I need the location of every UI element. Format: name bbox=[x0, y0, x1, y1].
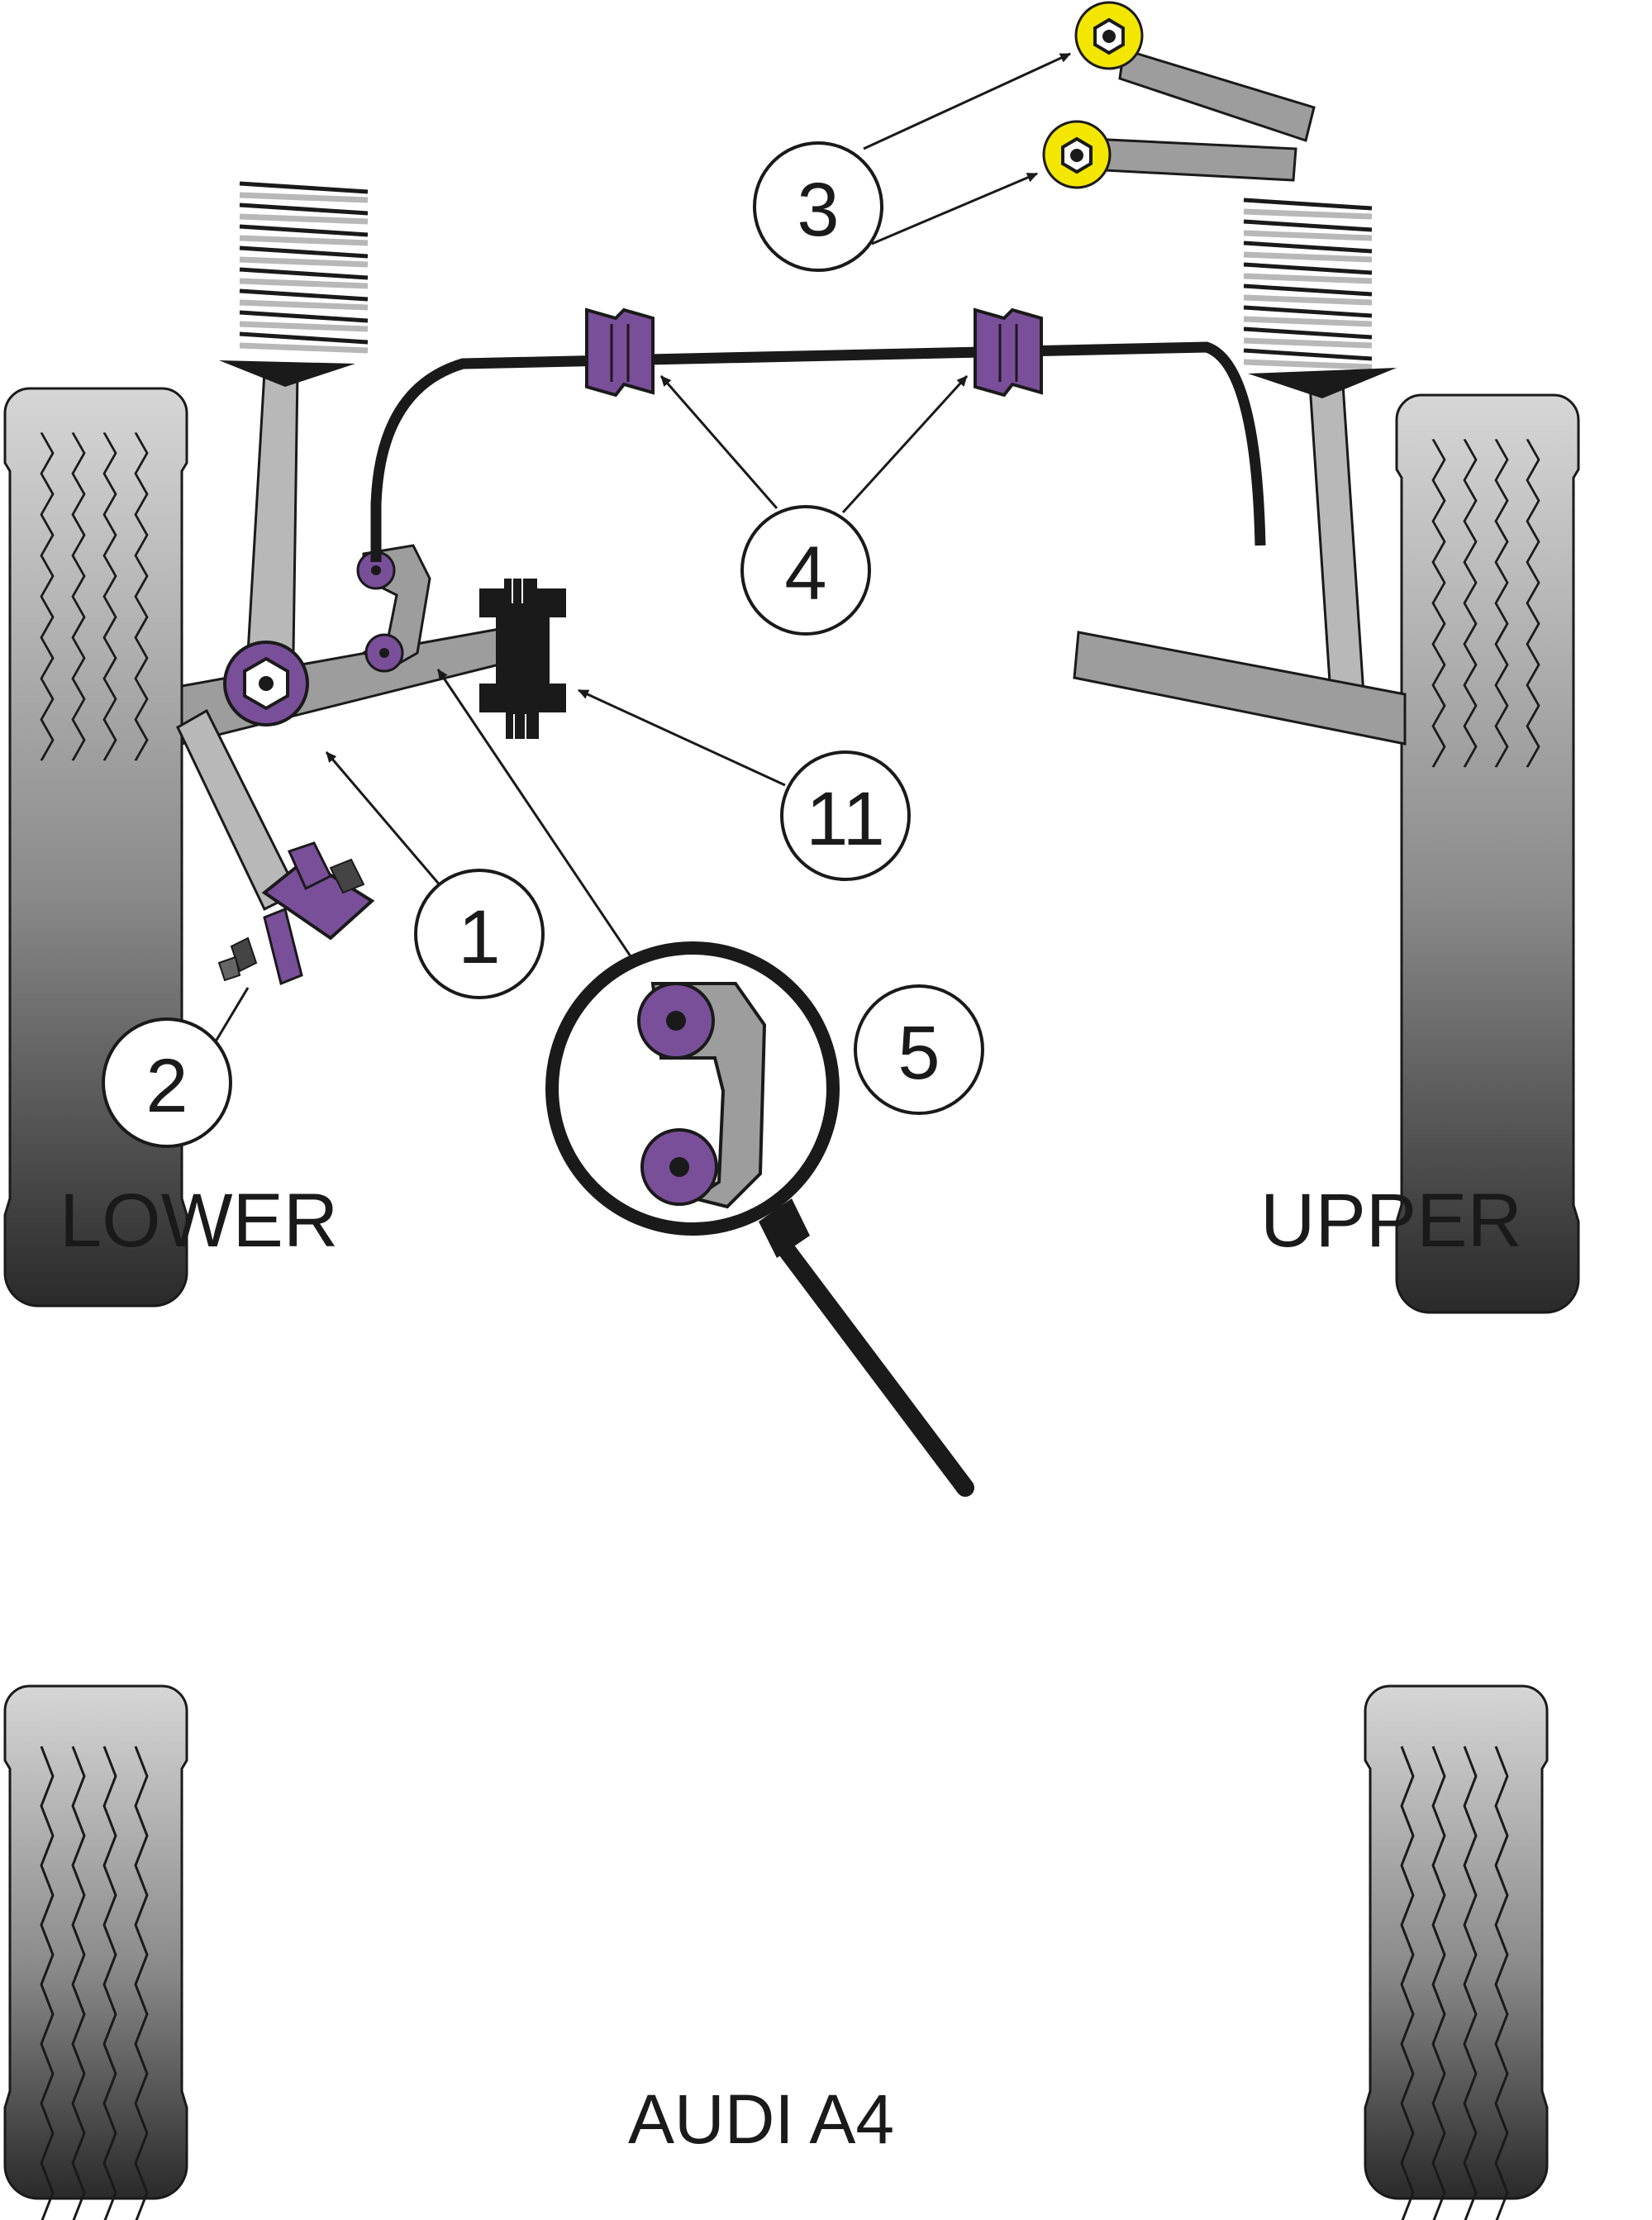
tyre-icon bbox=[3, 1684, 188, 2220]
bush-icon bbox=[223, 641, 309, 727]
bush-icon bbox=[1074, 1, 1144, 70]
leader-lines bbox=[212, 52, 1071, 1046]
bush-icon bbox=[974, 307, 1043, 398]
coil-spring-icon bbox=[219, 181, 369, 387]
rear-arm-right bbox=[1073, 631, 1407, 746]
strut-left bbox=[246, 370, 299, 655]
anti-roll-bar-icon bbox=[370, 307, 1266, 562]
coil-spring-icon bbox=[1243, 198, 1397, 398]
bush-icon bbox=[585, 307, 655, 398]
model-label: AUDI A4 bbox=[628, 2080, 894, 2158]
subframe-mount bbox=[479, 579, 566, 739]
svg-text:2: 2 bbox=[145, 1044, 188, 1128]
callout-1: 1 bbox=[414, 869, 545, 999]
svg-text:11: 11 bbox=[806, 777, 885, 861]
tyre-icon bbox=[1395, 393, 1580, 1314]
tyre-icon bbox=[1364, 1684, 1549, 2220]
strut-right bbox=[1308, 383, 1365, 696]
svg-text:4: 4 bbox=[784, 531, 826, 616]
svg-text:1: 1 bbox=[458, 895, 500, 979]
callout-5: 5 bbox=[854, 984, 984, 1115]
svg-text:5: 5 bbox=[897, 1011, 940, 1095]
upper-link bbox=[1088, 48, 1316, 182]
bush-icon bbox=[217, 841, 375, 986]
callout-4: 4 bbox=[740, 505, 871, 636]
drop-link-enlarged bbox=[637, 982, 767, 1209]
svg-text:3: 3 bbox=[797, 168, 839, 252]
upper-label: UPPER bbox=[1260, 1179, 1522, 1263]
tyre-icon bbox=[3, 387, 188, 1308]
bush-icon bbox=[1042, 120, 1112, 189]
drop-link bbox=[356, 544, 431, 673]
callout-3: 3 bbox=[753, 141, 883, 272]
callout-11: 11 bbox=[780, 750, 911, 881]
lower-label: LOWER bbox=[60, 1179, 338, 1263]
callout-2: 2 bbox=[102, 1017, 232, 1148]
magnifier-icon bbox=[545, 941, 974, 1497]
